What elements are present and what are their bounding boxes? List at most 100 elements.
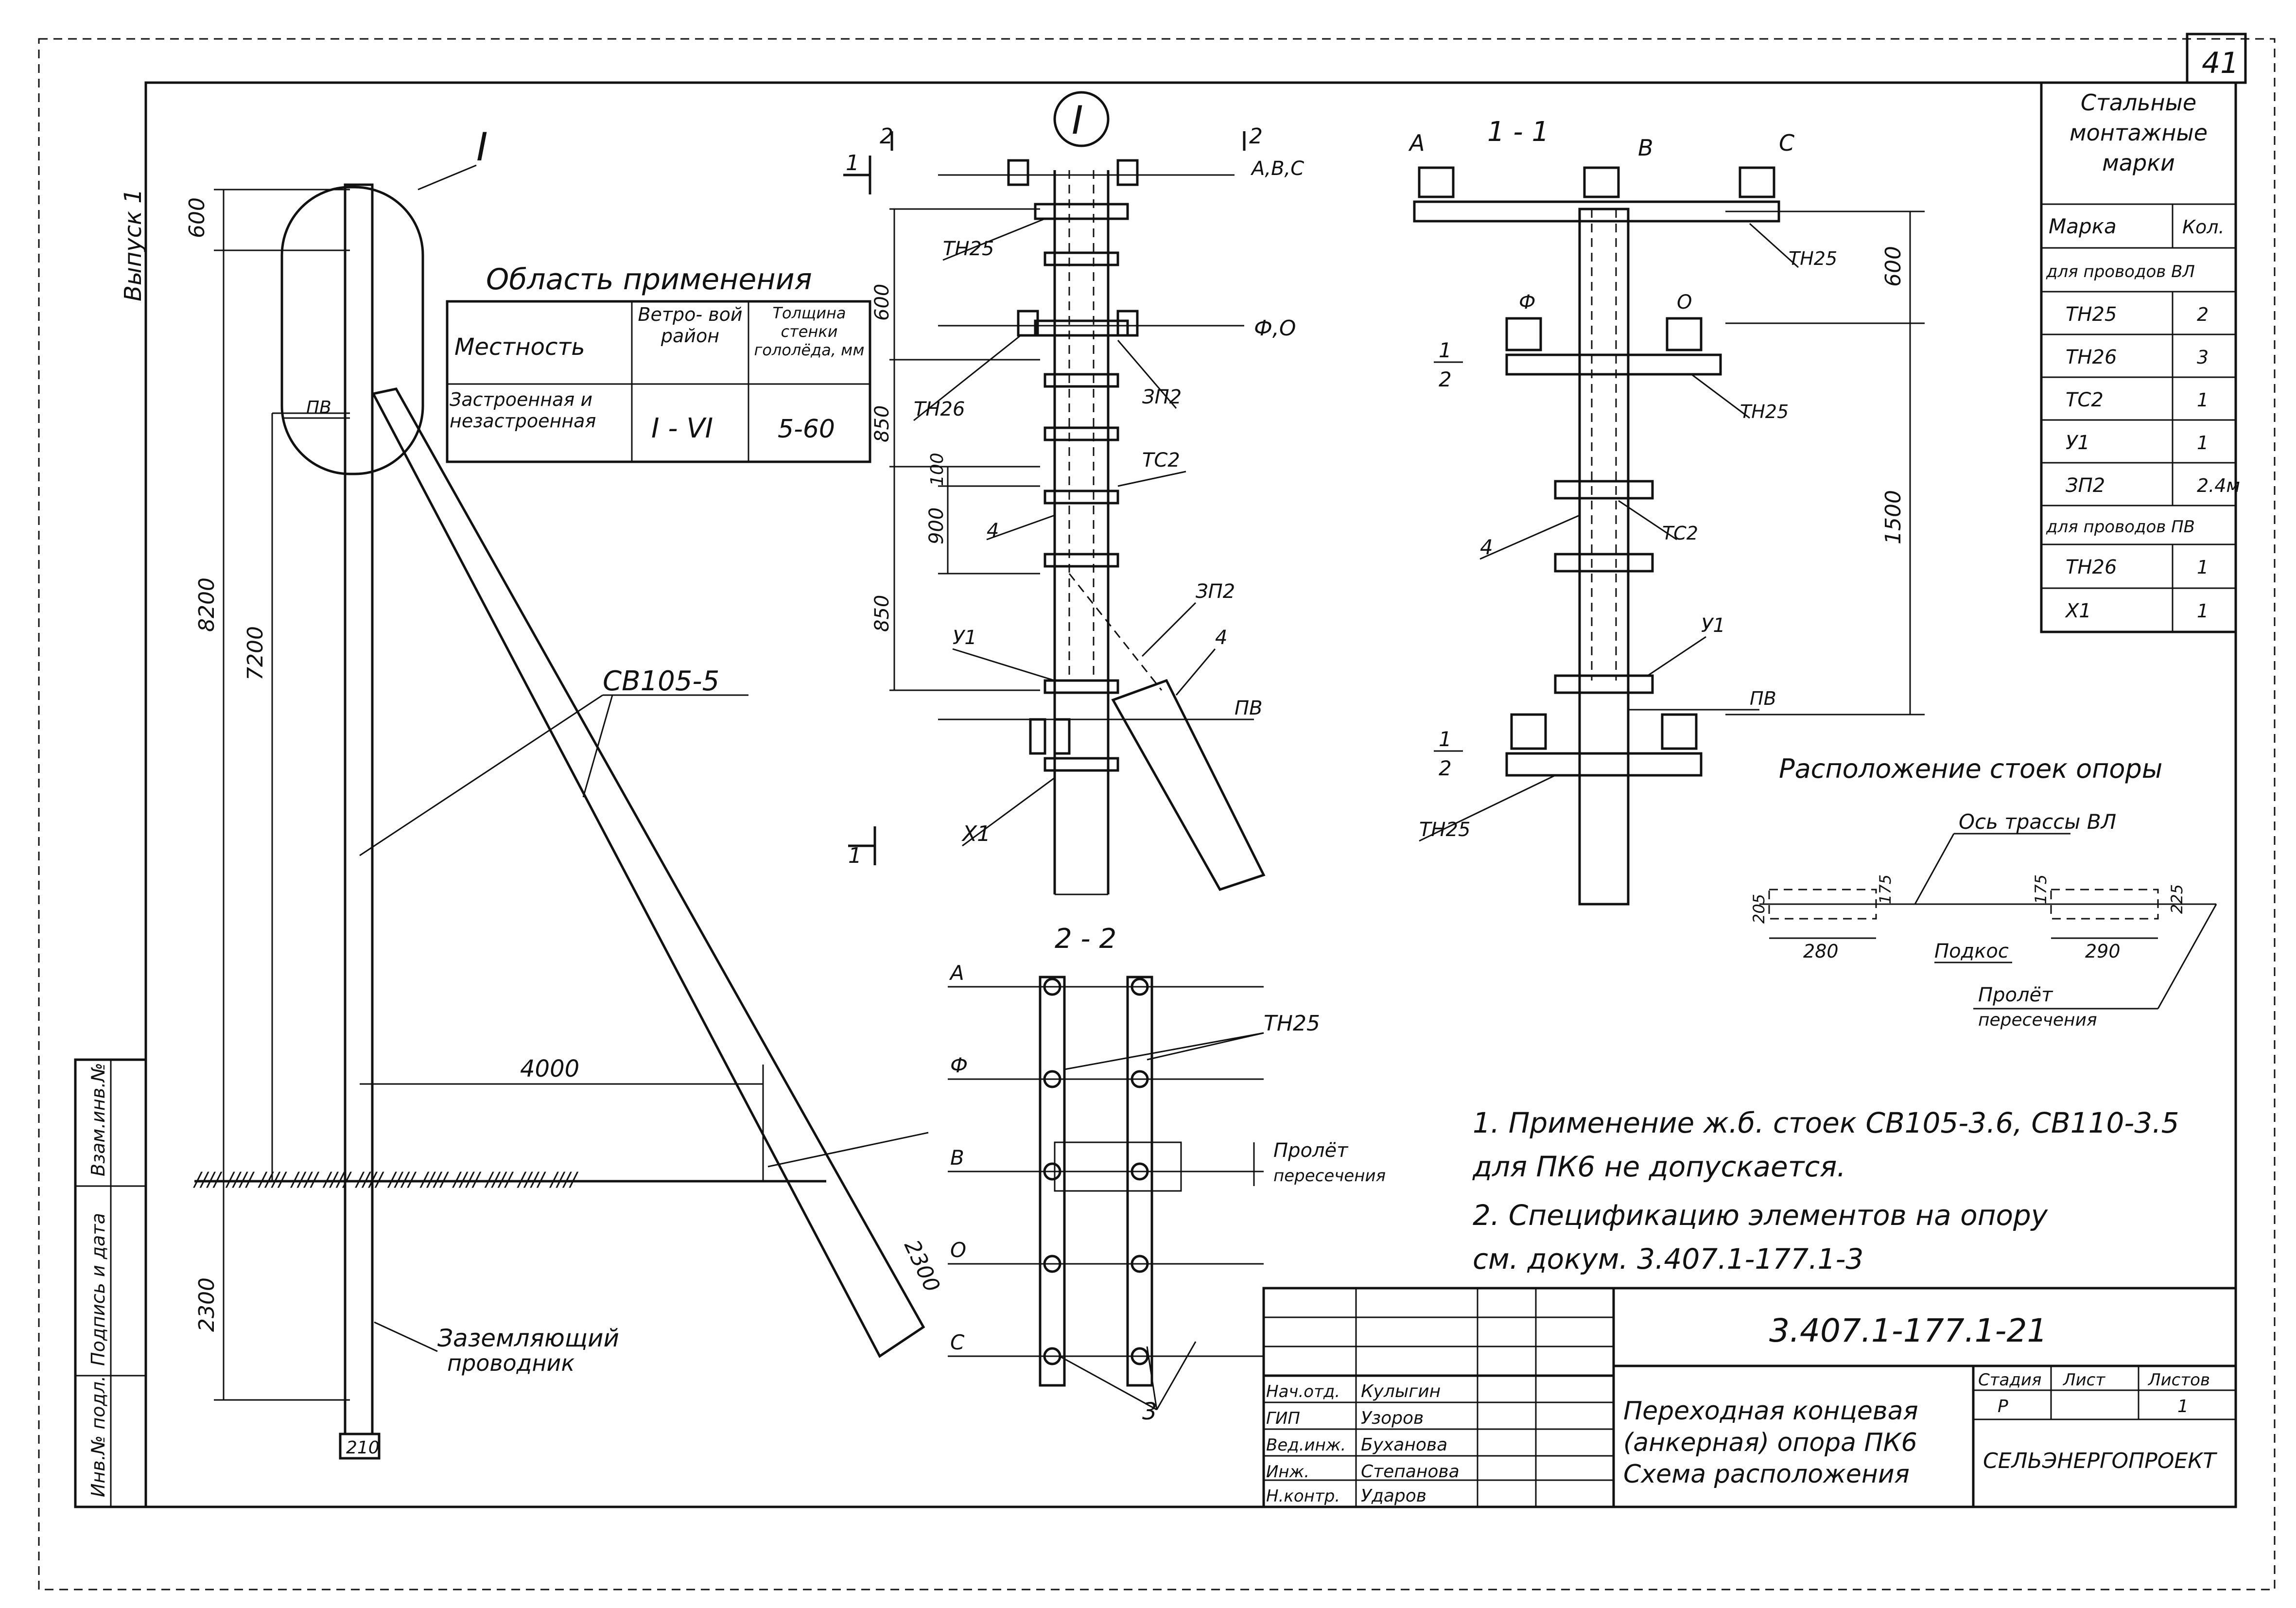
- sheet-number: 41: [2202, 46, 2239, 80]
- node-label-tn26: ТН26: [914, 398, 965, 420]
- marks-row1-qty: 2: [2197, 304, 2209, 325]
- area-head-0: Местность: [454, 333, 585, 361]
- node-label-pv: ПВ: [1235, 697, 1263, 719]
- section-22-insulator: [1131, 1347, 1149, 1365]
- section-11-phase-f: Ф: [1519, 291, 1535, 314]
- node-dim-900: 900: [925, 507, 948, 544]
- area-head-2: Толщина стенки гололёда, мм: [754, 304, 865, 359]
- dim-7200: 7200: [243, 626, 268, 681]
- org-name: СЕЛЬЭНЕРГОПРОЕКТ: [1983, 1449, 2217, 1473]
- marks-row1-qty: 1: [2197, 389, 2209, 411]
- area-cell-1: I - VI: [651, 413, 713, 444]
- dim-2300-left: 2300: [194, 1277, 219, 1332]
- node-cut-2-right: 2: [1249, 124, 1263, 149]
- label-ground-1: Заземляющий: [437, 1324, 619, 1352]
- marks-row1-qty: 1: [2197, 432, 2209, 454]
- section-22-span-2: пересечения: [1273, 1166, 1386, 1186]
- marks-row1-mark: ТН25: [2066, 303, 2117, 326]
- section-11-label-tn25-b: ТН25: [1740, 401, 1789, 422]
- tb-role: Вед.инж.: [1266, 1435, 1346, 1455]
- node-cut-1-top: 1: [846, 151, 859, 175]
- section-22-label-tn25: ТН25: [1264, 1011, 1320, 1036]
- marks-group2: для проводов ПВ: [2046, 517, 2195, 537]
- marks-row1-mark: ЗП2: [2066, 474, 2105, 497]
- marks-table: Стальные монтажные марки Марка Кол. для …: [2040, 81, 2240, 633]
- stamp-inv-podl: Инв.№ подл.: [87, 1376, 109, 1497]
- label-ground-2: проводник: [447, 1350, 574, 1376]
- node-label-zp2-a: ЗП2: [1142, 386, 1182, 408]
- marks-row2-mark: Х1: [2065, 600, 2091, 622]
- marks-row1-mark: У1: [2066, 432, 2090, 454]
- plan-span-2: пересечения: [1978, 1010, 2097, 1030]
- section-11-label-pv: ПВ: [1750, 688, 1776, 709]
- node-cut-1-bottom: 1: [848, 843, 862, 868]
- plan-dim-205: 205: [1750, 894, 1768, 924]
- section-22-insulator: [1131, 1070, 1149, 1088]
- tb-name: Степанова: [1361, 1462, 1460, 1482]
- node-dim-100: 100: [927, 453, 947, 486]
- section-11-phase-c: С: [1779, 130, 1794, 156]
- section-22-phase: А: [949, 961, 964, 985]
- section-22-phase: В: [950, 1146, 964, 1170]
- dim-4000: 4000: [520, 1055, 579, 1083]
- node-dim-600: 600: [871, 284, 893, 321]
- node-phase-mid: Ф,О: [1254, 316, 1296, 341]
- section-11-phase-a: А: [1408, 130, 1425, 156]
- section-11-dim-600: 600: [1881, 246, 1906, 287]
- section-22-insulator: [1043, 1162, 1061, 1181]
- section-22-phase: О: [950, 1238, 966, 1262]
- stamp-signature-date: Подпись и дата: [87, 1213, 109, 1366]
- section-22-span-1: Пролёт: [1273, 1139, 1349, 1162]
- area-cell-2: 5-60: [778, 415, 835, 444]
- marks-group1: для проводов ВЛ: [2046, 262, 2195, 281]
- section-11-cut-2a: 2: [1439, 367, 1452, 391]
- section-22-insulator: [1131, 1255, 1149, 1273]
- inner-frame: [144, 81, 2237, 1508]
- note-line-4: см. докум. 3.407.1-177.1-3: [1473, 1242, 1863, 1276]
- section-11-phase-b: В: [1638, 135, 1653, 161]
- tb-name: Кулыгин: [1361, 1381, 1441, 1401]
- plan-span-1: Пролёт: [1978, 984, 2053, 1006]
- section-11-cut-2b: 2: [1439, 756, 1452, 780]
- note-line-2: для ПК6 не допускается.: [1472, 1150, 1846, 1183]
- title-line-3: Схема расположения: [1623, 1460, 1910, 1489]
- area-head-1: Ветро- вой район: [638, 304, 743, 347]
- node-dim-850-b: 850: [871, 595, 893, 632]
- plan-dim-290: 290: [2085, 941, 2121, 962]
- label-sv105-5: СВ105-5: [603, 665, 719, 697]
- section-11-dim-1500: 1500: [1881, 490, 1906, 544]
- plan-axis: Ось трассы ВЛ: [1959, 810, 2116, 834]
- tb-role: Инж.: [1266, 1462, 1309, 1482]
- marks-head-mark: Марка: [2049, 214, 2117, 238]
- outer-frame: [38, 38, 2276, 1591]
- area-table-title: Область применения: [486, 262, 812, 297]
- area-cell-0: Застроенная и незастроенная: [450, 389, 596, 432]
- node-label-4-b: 4: [1215, 627, 1227, 649]
- section-11-cut-1a: 1: [1439, 338, 1452, 362]
- section-22-insulator: [1131, 978, 1149, 996]
- tb-name: Узоров: [1361, 1408, 1424, 1428]
- node-label-ts2: ТС2: [1142, 449, 1180, 472]
- node-title: I: [1072, 98, 1083, 143]
- marks-row2-qty: 1: [2197, 557, 2209, 578]
- stage-head-0: Стадия: [1978, 1370, 2041, 1390]
- tb-name: Буханова: [1361, 1435, 1447, 1455]
- dim-2300-strut: 2300: [899, 1236, 945, 1296]
- section-22-insulator: [1043, 1255, 1061, 1273]
- tb-role: Нач.отд.: [1266, 1382, 1340, 1401]
- note-line-1: 1. Применение ж.б. стоек СВ105-3.6, СВ11…: [1473, 1106, 2179, 1139]
- stage-head-2: Листов: [2147, 1370, 2210, 1390]
- section-22-phase: С: [950, 1330, 965, 1354]
- note-line-3: 2. Спецификацию элементов на опору: [1473, 1199, 2048, 1232]
- section-22-phase: Ф: [950, 1053, 968, 1077]
- tb-role: Н.контр.: [1266, 1486, 1340, 1506]
- dim-210: 210: [346, 1438, 380, 1458]
- marks-row2-mark: ТН26: [2066, 556, 2117, 578]
- marks-row1-qty: 3: [2197, 347, 2209, 368]
- node-label-zp2-b: ЗП2: [1196, 580, 1235, 603]
- label-pv-side: ПВ: [306, 398, 331, 418]
- node-phase-top: А,В,С: [1250, 157, 1304, 180]
- section-11-title: 1 - 1: [1487, 116, 1549, 148]
